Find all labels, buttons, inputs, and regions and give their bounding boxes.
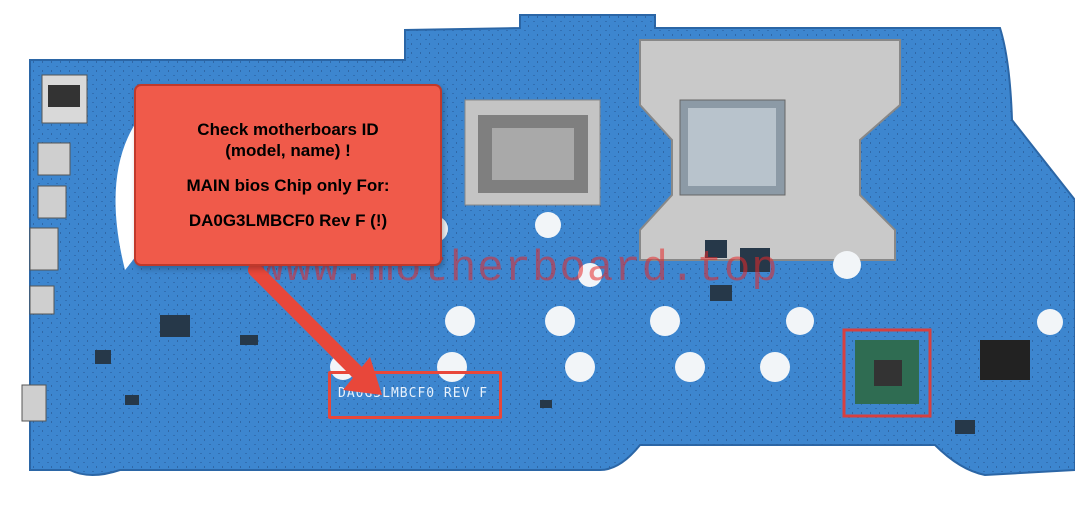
callout-line-3: MAIN bios Chip only For: <box>186 176 390 195</box>
gpu-heatsink <box>464 99 601 206</box>
id-highlight-box <box>328 371 502 419</box>
cpu-bracket <box>639 39 901 261</box>
io-ports <box>21 74 88 422</box>
info-callout: Check motherboars ID (model, name) ! MAI… <box>134 84 442 266</box>
callout-line-4: DA0G3LMBCF0 Rev F (!) <box>188 211 388 230</box>
callout-line-1: Check motherboars ID <box>197 120 379 139</box>
chipset <box>842 328 1030 418</box>
callout-line-2: (model, name) ! <box>225 141 351 160</box>
